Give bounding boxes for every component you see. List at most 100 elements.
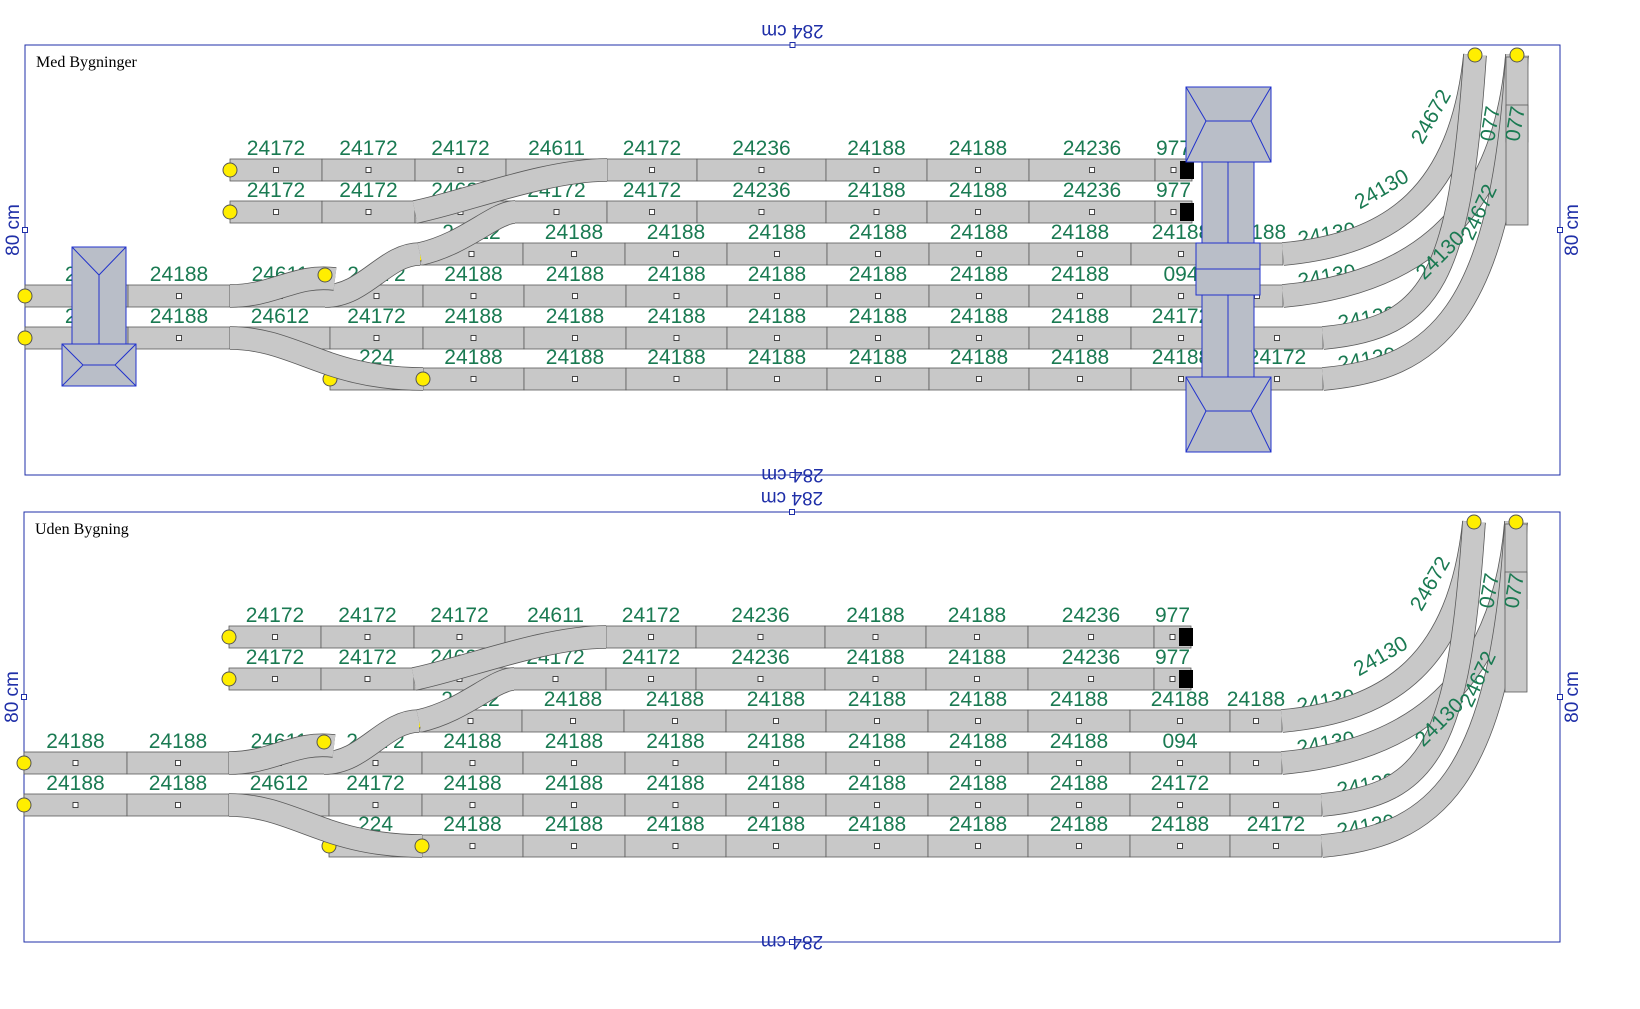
track-joint-marker <box>649 209 655 215</box>
dimension-tick <box>21 694 27 700</box>
track-joint-marker <box>1076 843 1082 849</box>
track-joint-marker <box>975 802 981 808</box>
track-joint-marker <box>552 676 559 682</box>
track-part-label: 977 <box>1155 646 1190 669</box>
vertical-track[interactable] <box>1505 104 1529 226</box>
track-part-label: 24188 <box>950 263 1008 286</box>
curved-track[interactable] <box>1321 54 1486 349</box>
track-part-label: 24172 <box>623 137 681 160</box>
track-joint-marker <box>758 209 765 215</box>
buffer-stop[interactable] <box>222 204 238 220</box>
track-joint-marker <box>649 167 655 173</box>
track-part-label: 24188 <box>1050 688 1108 711</box>
track-joint-marker <box>572 335 578 341</box>
track-part-label: 24172 <box>1152 305 1210 328</box>
track-part-label: 24188 <box>846 646 904 669</box>
track-joint-marker <box>975 760 981 766</box>
track-joint-marker <box>1274 335 1280 341</box>
switch-diverge[interactable] <box>412 159 608 223</box>
track-joint-marker <box>672 802 679 808</box>
buffer-stop[interactable] <box>1467 47 1483 63</box>
track-part-label: 24188 <box>950 305 1008 328</box>
track-part-label: 24188 <box>849 305 907 328</box>
track-part-label: 24172 <box>1248 346 1306 369</box>
track-joint-marker <box>874 760 880 766</box>
track-part-label: 24172 <box>246 604 304 627</box>
track-part-label: 24188 <box>747 772 805 795</box>
track-joint-marker <box>1178 376 1184 382</box>
switch-diverge[interactable] <box>323 710 420 774</box>
switch-diverge[interactable] <box>411 626 607 690</box>
switch-diverge[interactable] <box>416 668 516 732</box>
end-stopper <box>1180 203 1194 221</box>
track-joint-marker <box>467 718 474 724</box>
buffer-stop[interactable] <box>316 734 332 750</box>
track-part-label: 24172 <box>346 772 404 795</box>
track-joint-marker <box>1178 293 1184 299</box>
track-part-label: 24611 <box>528 137 585 160</box>
buffer-stop[interactable] <box>1466 514 1482 530</box>
buffer-stop[interactable] <box>17 330 33 346</box>
buffer-stop[interactable] <box>221 671 237 687</box>
track-part-label: 24611 <box>527 604 584 627</box>
buffer-stop[interactable] <box>1508 514 1524 530</box>
track-part-label: 24188 <box>545 221 603 244</box>
buffer-stop[interactable] <box>414 838 430 854</box>
track-joint-marker <box>1077 376 1083 382</box>
track-joint-marker <box>673 376 680 382</box>
shed-building-bottom[interactable] <box>1185 376 1272 453</box>
buffer-stop[interactable] <box>17 288 33 304</box>
track-joint-marker <box>1170 209 1177 215</box>
switch-diverge[interactable] <box>417 201 517 265</box>
buffer-stop[interactable] <box>415 371 431 387</box>
track-joint-marker <box>673 251 679 257</box>
track-part-label: 24188 <box>46 730 104 753</box>
track-part-label: 24612 <box>250 772 308 795</box>
shed-building-top[interactable] <box>1185 86 1272 163</box>
switch-diverge[interactable] <box>228 794 423 857</box>
track-part-label: 24188 <box>1151 813 1209 836</box>
buffer-stop[interactable] <box>222 162 238 178</box>
track-part-label: 24188 <box>1051 263 1109 286</box>
buffer-stop[interactable] <box>317 267 333 283</box>
track-part-label: 24188 <box>748 221 806 244</box>
track-part-label: 24188 <box>1050 772 1108 795</box>
track-part-label: 24188 <box>443 813 501 836</box>
buffer-stop[interactable] <box>221 629 237 645</box>
track-joint-marker <box>469 802 476 808</box>
track-joint-marker <box>1273 802 1279 808</box>
track-part-label: 24188 <box>950 221 1008 244</box>
buffer-stop[interactable] <box>16 755 32 771</box>
track-part-label: 24188 <box>1152 221 1210 244</box>
track-part-label: 24236 <box>732 179 790 202</box>
track-joint-marker <box>469 760 476 766</box>
track-part-label: 24188 <box>546 346 604 369</box>
track-joint-marker <box>974 634 980 640</box>
switch-diverge[interactable] <box>229 327 424 390</box>
buffer-stop[interactable] <box>1509 47 1525 63</box>
track-part-label: 24188 <box>546 305 604 328</box>
track-joint-marker <box>673 293 680 299</box>
track-part-label: 977 <box>1156 137 1191 160</box>
curved-track[interactable] <box>1320 521 1485 816</box>
track-joint-marker <box>974 676 980 682</box>
buffer-stop[interactable] <box>16 797 32 813</box>
track-joint-marker <box>873 167 880 173</box>
buildings <box>61 86 1272 453</box>
track-part-label: 24188 <box>1051 346 1109 369</box>
track-part-label: 977 <box>1156 179 1191 202</box>
track-part-label: 24188 <box>150 305 208 328</box>
track-part-label: 24172 <box>622 646 680 669</box>
track-joint-marker <box>774 293 780 299</box>
track-joint-marker <box>1076 760 1082 766</box>
track-joint-marker <box>470 335 477 341</box>
panel-title: Med Bygninger <box>36 54 138 71</box>
dimension-tick <box>22 227 28 233</box>
track-joint-marker <box>1177 760 1183 766</box>
vertical-track[interactable] <box>1504 571 1528 693</box>
track-part-label: 24188 <box>846 604 904 627</box>
switch-diverge[interactable] <box>324 243 421 307</box>
